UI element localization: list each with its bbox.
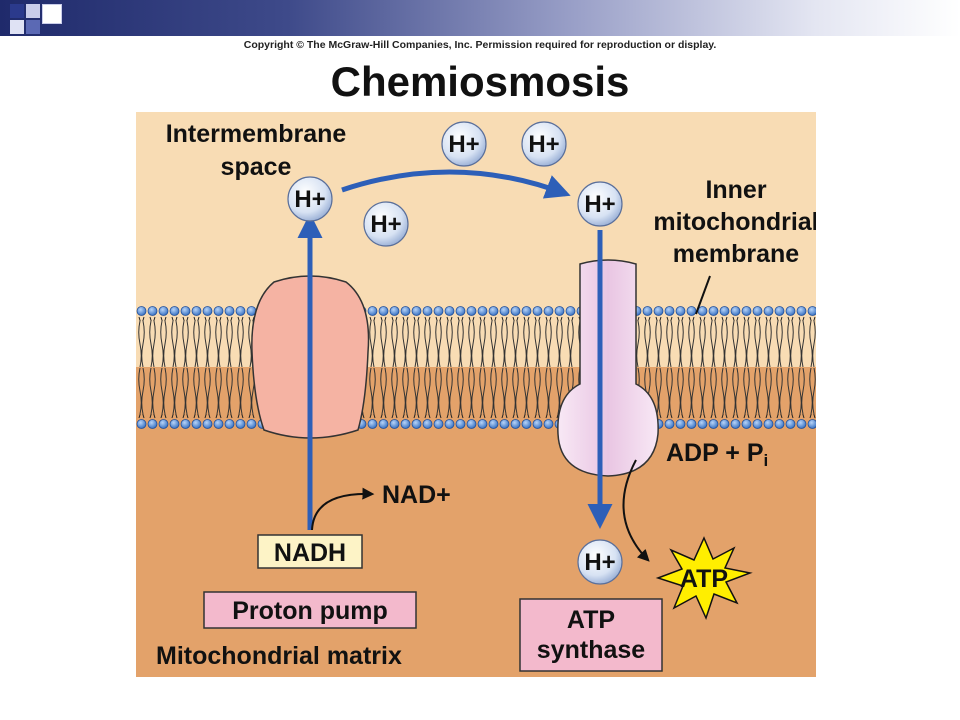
proton-label: H+ <box>584 549 615 576</box>
intermembrane-space-label-line1: Intermembrane <box>166 120 347 148</box>
nadh-label: NADH <box>274 539 346 567</box>
atp-synthase-protein <box>557 259 659 477</box>
atp-synthase-label-box <box>519 598 663 672</box>
proton-ion: H+ <box>363 201 409 247</box>
atp-label: ATP <box>680 565 728 593</box>
proton-ion: H+ <box>441 121 487 167</box>
atp-product: ATP <box>655 536 753 621</box>
inner-membrane-label-line3: membrane <box>673 240 800 268</box>
inner-membrane-label-line1: Inner <box>705 176 766 204</box>
membrane-pointer-line <box>695 275 711 315</box>
adp-pi-label: ADP + Pi <box>666 439 768 470</box>
adp-to-atp-arrow <box>622 459 650 562</box>
atp-burst-shape <box>655 536 753 621</box>
page-title: Chemiosmosis <box>330 58 630 105</box>
decorative-square <box>26 20 40 34</box>
intermembrane-space-label-line2: space <box>221 153 292 181</box>
proton-label: H+ <box>584 191 615 218</box>
phospholipid-bilayer <box>136 305 816 430</box>
decorative-square <box>10 4 24 18</box>
copyright-notice: Copyright © The McGraw-Hill Companies, I… <box>243 39 717 51</box>
decorative-square <box>10 20 24 34</box>
nad-plus-label: NAD+ <box>382 481 451 509</box>
atp-synthase-label-line1: ATP <box>567 606 615 634</box>
proton-ion: H+ <box>577 181 623 227</box>
proton-gradient-arrow <box>341 169 571 199</box>
proton-pump-label: Proton pump <box>232 597 388 625</box>
nadh-box <box>257 534 363 569</box>
nadh-to-nad-arrow <box>311 487 375 531</box>
chemiosmosis-diagram: H+ H+ H+ H+ H+ H+ ATP NADH Proton pump A… <box>136 112 816 677</box>
proton-ion: H+ <box>577 539 623 585</box>
proton-label: H+ <box>370 211 401 238</box>
decorative-square <box>42 4 62 24</box>
proton-label: H+ <box>294 186 325 213</box>
mitochondrial-matrix-label: Mitochondrial matrix <box>156 642 402 670</box>
proton-label: H+ <box>528 131 559 158</box>
proton-ion: H+ <box>521 121 567 167</box>
proton-pump-label-box <box>203 591 417 629</box>
proton-ion: H+ <box>287 176 333 222</box>
slide-header-banner <box>0 0 960 36</box>
decorative-square <box>26 4 40 18</box>
inner-membrane-label-line2: mitochondrial <box>653 208 816 236</box>
proton-label: H+ <box>448 131 479 158</box>
atp-synthase-label-line2: synthase <box>537 636 645 664</box>
